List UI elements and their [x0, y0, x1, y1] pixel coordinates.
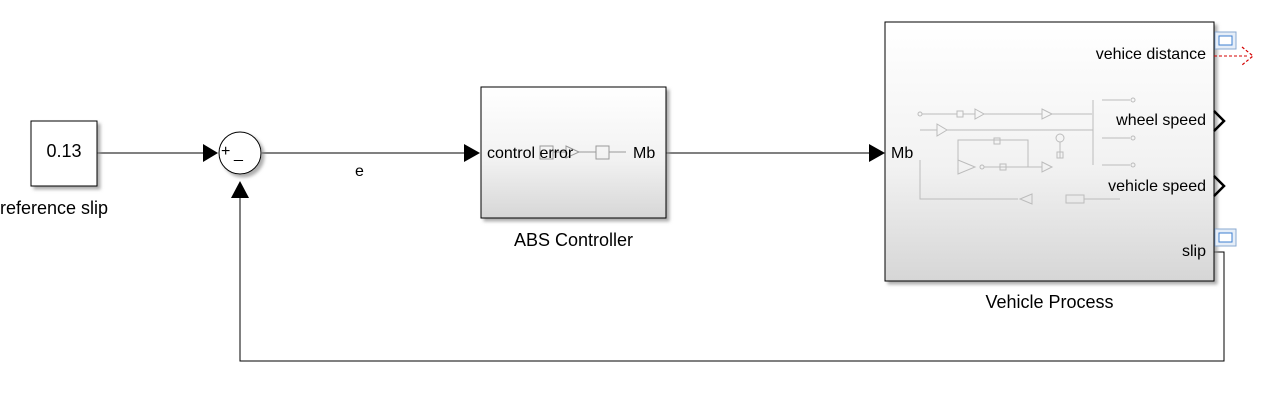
sum-plus-input-arrow	[203, 144, 218, 162]
controller-input-port-label: control error	[487, 145, 574, 162]
sum-block[interactable]	[218, 131, 262, 175]
vehicle-process-label: Vehicle Process	[985, 292, 1114, 312]
vehicle-process-block[interactable]	[884, 21, 1215, 282]
abs-controller-block[interactable]	[480, 86, 667, 219]
process-input-arrow	[869, 144, 885, 162]
feedback-line-slip[interactable]	[239, 198, 1225, 362]
vehicle-speed-output-arrow	[1213, 175, 1226, 197]
sum-minus-input-arrow	[231, 181, 249, 198]
process-input-port-label: Mb	[891, 145, 914, 162]
constant-value: 0.13	[46, 141, 82, 161]
sum-minus-sign: _	[234, 145, 243, 162]
constant-block[interactable]	[30, 120, 98, 187]
port-label-wheel-speed: wheel speed	[1116, 112, 1206, 129]
scope-icon-distance[interactable]	[1214, 31, 1237, 50]
port-label-vehice-distance: vehice distance	[1095, 46, 1206, 63]
constant-block-label: reference slip	[0, 198, 109, 218]
sum-plus-sign: +	[221, 143, 231, 160]
port-label-slip: slip	[1181, 243, 1206, 260]
abs-controller-internal-preview	[539, 145, 626, 160]
controller-input-arrow	[464, 144, 480, 162]
vehicle-process-internal-preview	[917, 97, 1136, 205]
controller-output-port-label: Mb	[633, 145, 656, 162]
scope-icon-slip[interactable]	[1214, 228, 1237, 247]
wheel-speed-output-arrow	[1213, 110, 1226, 132]
error-signal-label: e	[355, 163, 364, 180]
abs-controller-label: ABS Controller	[513, 230, 634, 250]
port-label-vehicle-speed: vehicle speed	[1108, 178, 1206, 195]
unconnected-arrow-icon	[1241, 46, 1254, 66]
